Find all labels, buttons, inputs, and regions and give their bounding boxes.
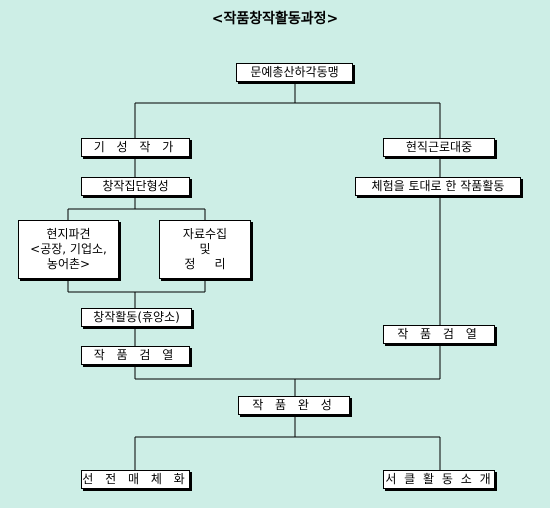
node-creation-activity: 창작활동(휴양소)	[81, 308, 192, 327]
materials-line-3: 정 리	[184, 257, 226, 271]
node-materials: 자료수집 및 정 리	[159, 220, 251, 279]
node-writers: 기 성 작 가	[81, 138, 190, 157]
node-group-formation: 창작집단형성	[81, 177, 190, 196]
field-dispatch-line-2: <공장, 기업소,	[30, 242, 107, 256]
node-completion: 작 품 완 성	[238, 396, 350, 415]
node-review-right: 작 품 검 열	[383, 325, 495, 344]
materials-line-2: 및	[199, 242, 211, 256]
materials-line-1: 자료수집	[182, 227, 228, 241]
node-alliance: 문예총산하각동맹	[236, 63, 353, 82]
field-dispatch-line-1: 현지파견	[46, 227, 91, 241]
field-dispatch-line-3: 농어촌>	[46, 257, 91, 271]
node-propaganda-media: 선 전 매 체 화	[81, 470, 190, 489]
node-field-dispatch: 현지파견 <공장, 기업소, 농어촌>	[18, 220, 119, 279]
node-workers: 현직근로대중	[383, 138, 495, 157]
node-experience-activity: 체험을 토대로 한 작품활동	[355, 177, 521, 196]
node-book-introduction: 서 클 활 동 소 개	[383, 470, 495, 489]
node-review-left: 작 품 검 열	[81, 346, 190, 365]
diagram-title: <작품창작활동과정>	[211, 11, 339, 27]
